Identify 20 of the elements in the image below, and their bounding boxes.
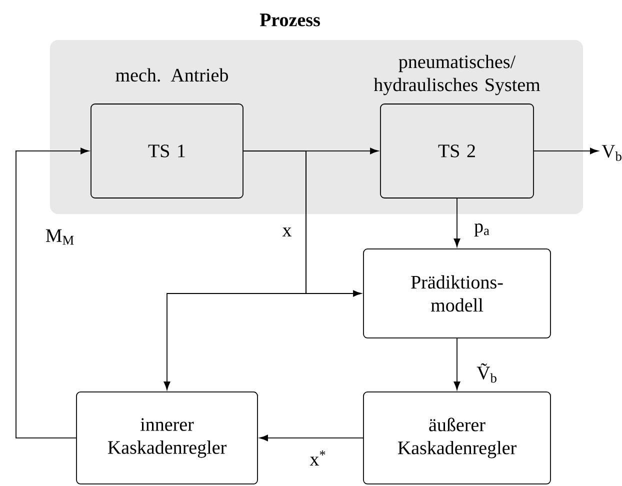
process-box: innerer Kaskadenregler <box>76 392 258 484</box>
edge-label: V$_{b}$ <box>602 145 622 161</box>
edge-label: p$_{a}$ <box>474 223 490 236</box>
edge-label: x$^{*}$ <box>310 450 326 466</box>
arrow <box>164 150 306 390</box>
edge-label: x <box>282 228 292 236</box>
process-box: TS 1 <box>90 104 244 198</box>
edge-label: Ṽ$_{b}$ <box>476 363 496 383</box>
process-box: äußerer Kaskadenregler <box>363 392 551 484</box>
arrow <box>259 434 364 442</box>
arrow <box>454 338 460 390</box>
arrow <box>454 198 460 247</box>
node-label: Prozess <box>260 14 320 26</box>
arrow <box>534 148 598 154</box>
process-box: TS 2 <box>380 104 534 198</box>
edge-label: M$_{M}$ <box>46 229 74 245</box>
arrow <box>16 148 90 438</box>
block-label: pneumatisches/ hydraulisches System <box>374 54 540 96</box>
block-label: mech. Antrieb <box>116 68 228 82</box>
process-box: Prädiktions- modell <box>363 248 551 338</box>
